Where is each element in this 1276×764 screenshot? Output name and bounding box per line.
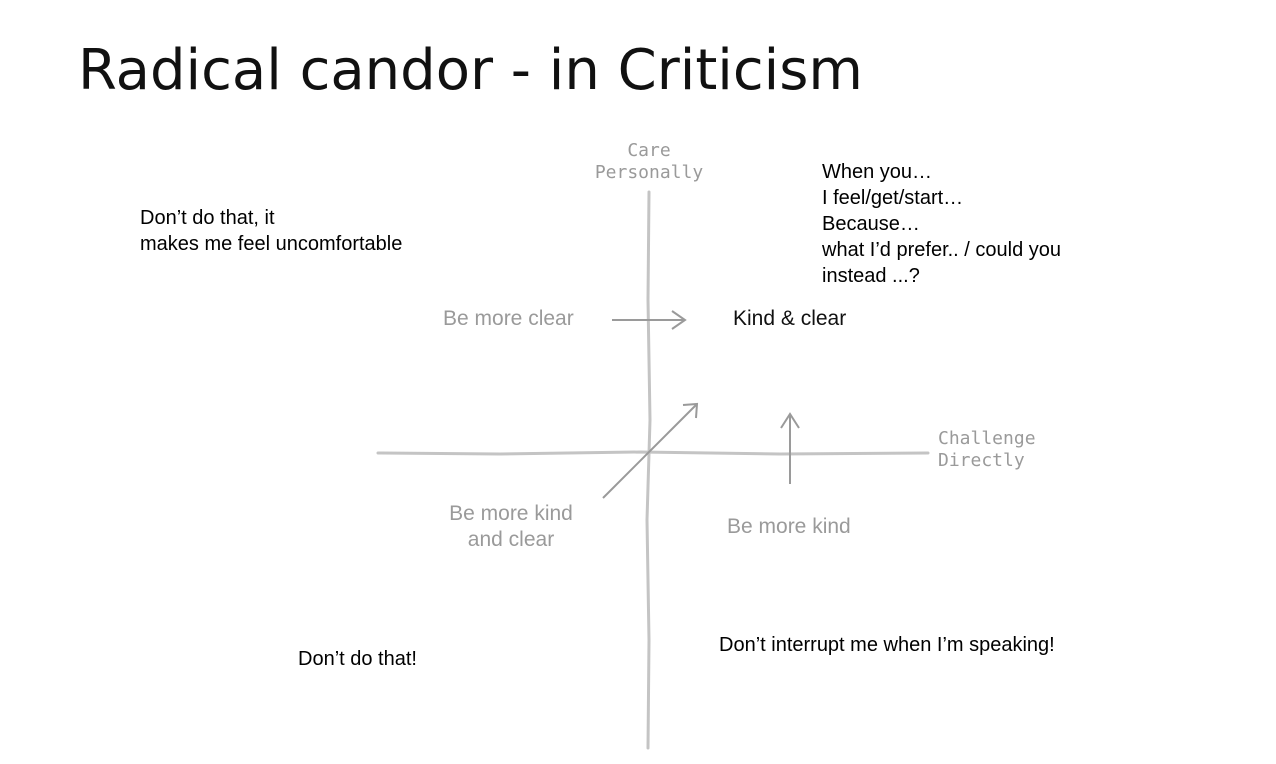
x-axis-label-line: Challenge bbox=[938, 428, 1036, 449]
example-line: what I’d prefer.. / could you bbox=[822, 239, 1062, 261]
arrow-diagonal-icon bbox=[602, 402, 699, 499]
example-line: I feel/get/start… bbox=[822, 187, 964, 209]
example-line: instead ...? bbox=[822, 265, 920, 287]
arrow-right-icon bbox=[612, 310, 687, 330]
example-top-right: When you… I feel/get/start… Because… wha… bbox=[822, 159, 1061, 289]
x-axis-label-line: Directly bbox=[938, 450, 1025, 471]
y-axis-line bbox=[645, 190, 652, 750]
hint-be-more-kind-and-clear: Be more kind and clear bbox=[440, 501, 582, 553]
hint-be-more-kind: Be more kind bbox=[727, 515, 851, 538]
hint-line: Be more kind bbox=[449, 502, 573, 525]
example-line: Because… bbox=[822, 213, 920, 235]
example-line: makes me feel uncomfortable bbox=[140, 233, 403, 255]
x-axis-label: Challenge Directly bbox=[938, 428, 1068, 472]
y-axis-label-line: Personally bbox=[594, 162, 704, 183]
page-title: Radical candor - in Criticism bbox=[78, 38, 863, 103]
y-axis-label-line: Care bbox=[627, 140, 671, 161]
arrow-up-icon bbox=[780, 412, 800, 484]
example-line: Don’t do that, it bbox=[140, 207, 275, 229]
hint-be-more-clear: Be more clear bbox=[443, 307, 574, 330]
x-axis-line bbox=[376, 450, 930, 456]
example-top-left: Don’t do that, it makes me feel uncomfor… bbox=[140, 205, 402, 257]
goal-kind-and-clear: Kind & clear bbox=[733, 307, 847, 330]
example-line: When you… bbox=[822, 161, 933, 183]
y-axis-label: Care Personally bbox=[590, 140, 708, 184]
example-bottom-right: Don’t interrupt me when I’m speaking! bbox=[719, 634, 1055, 656]
hint-line: and clear bbox=[467, 528, 555, 551]
example-bottom-left: Don’t do that! bbox=[298, 648, 417, 670]
